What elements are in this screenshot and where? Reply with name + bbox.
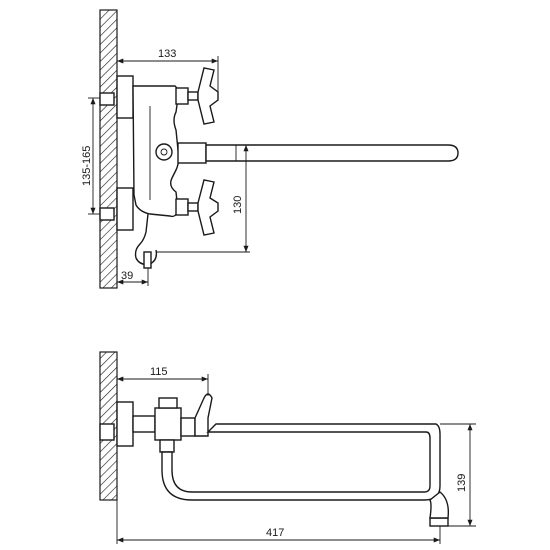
dim-115: 115 bbox=[116, 366, 209, 402]
dim-133: 133 bbox=[116, 48, 219, 92]
spout-side bbox=[161, 423, 441, 501]
dim-39: 39 bbox=[116, 268, 149, 286]
valve-handle-upper-icon bbox=[175, 67, 219, 125]
eccentric-connector-lower bbox=[99, 187, 134, 231]
spout-top bbox=[177, 142, 459, 164]
dim-133-label: 133 bbox=[158, 48, 176, 60]
dim-115-label: 115 bbox=[150, 366, 168, 378]
mixer-body-side bbox=[154, 393, 213, 453]
dim-417: 417 bbox=[116, 500, 441, 544]
dim-130: 130 bbox=[156, 144, 250, 253]
valve-handle-lower-icon bbox=[175, 179, 219, 236]
dim-39-label: 39 bbox=[121, 270, 133, 282]
aerator-icon bbox=[429, 491, 450, 527]
dim-139: 139 bbox=[440, 423, 476, 527]
dim-130-label: 130 bbox=[232, 196, 244, 214]
diverter-knob-icon bbox=[155, 143, 173, 161]
wall-top bbox=[99, 9, 118, 289]
bottom-view: 115 139 417 bbox=[99, 351, 476, 544]
shower-holder-icon bbox=[134, 213, 158, 269]
dim-135-165-label: 135-165 bbox=[81, 146, 93, 186]
connector-side bbox=[99, 401, 156, 447]
dim-135-165: 135-165 bbox=[81, 97, 100, 215]
dim-139-label: 139 bbox=[456, 474, 468, 492]
top-view: 133 135-165 130 39 bbox=[81, 9, 459, 289]
dim-417-label: 417 bbox=[266, 527, 284, 539]
